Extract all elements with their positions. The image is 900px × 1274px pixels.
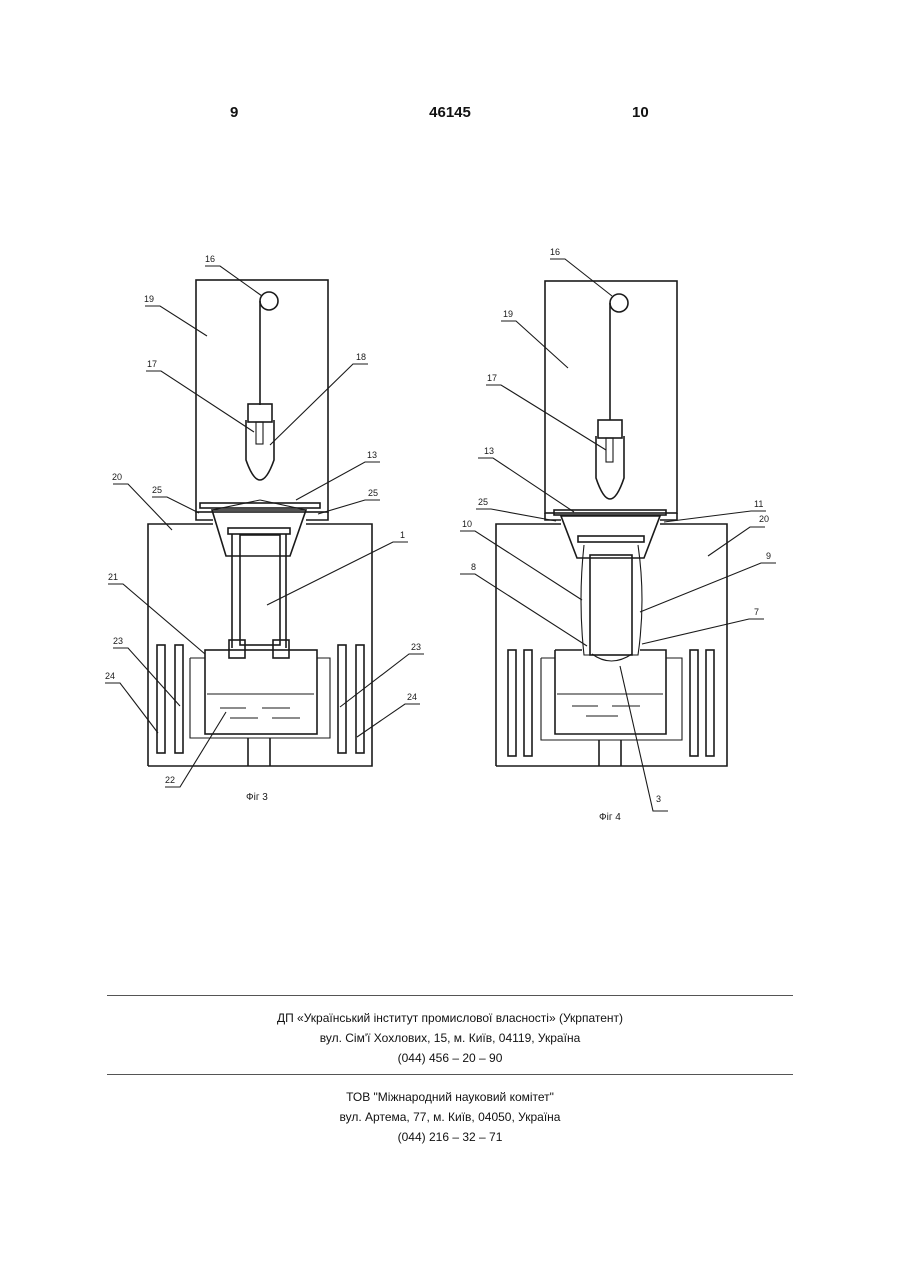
holder	[248, 404, 272, 422]
funnel	[561, 516, 660, 558]
committee-phone: (044) 216 – 32 – 71	[0, 1127, 900, 1147]
label-25-left: 25	[152, 485, 162, 495]
crystal	[240, 535, 280, 645]
ukrpatent-address: вул. Сім'ї Хохлових, 15, м. Київ, 04119,…	[0, 1028, 900, 1048]
heater-right-inner	[338, 645, 346, 753]
label-25-right: 25	[368, 488, 378, 498]
label-17: 17	[147, 359, 157, 369]
label-19: 19	[503, 309, 513, 319]
crucible	[205, 650, 317, 734]
reel	[610, 294, 628, 312]
funnel	[212, 510, 306, 556]
committee-name: ТОВ "Міжнародний науковий комітет"	[0, 1087, 900, 1107]
seed-drop	[596, 436, 624, 499]
label-20: 20	[759, 514, 769, 524]
label-11: 11	[754, 499, 763, 509]
figure-4: 16 19 17 13 25 11 20 10 9 8 7 3 Фіг 4	[450, 0, 900, 830]
heater-right-inner	[690, 650, 698, 756]
label-17: 17	[487, 373, 497, 383]
heater-left-inner	[157, 645, 165, 753]
label-16: 16	[550, 247, 560, 257]
committee-address: вул. Артема, 77, м. Київ, 04050, Україна	[0, 1107, 900, 1127]
label-23-right: 23	[411, 642, 421, 652]
figure-3-caption: Фіг 3	[246, 792, 268, 803]
crystal	[590, 555, 632, 655]
figure-4-caption: Фіг 4	[599, 812, 621, 823]
figure-3: 16 19 17 18 13 20 25 25 1 21 23 23 24 24…	[0, 0, 450, 830]
label-3: 3	[656, 794, 661, 804]
label-19: 19	[144, 294, 154, 304]
label-8: 8	[471, 562, 476, 572]
crystal-holder	[228, 528, 290, 534]
label-20: 20	[112, 472, 122, 482]
upper-chamber	[545, 281, 677, 513]
heater-left-inner	[524, 650, 532, 756]
label-16: 16	[205, 254, 215, 264]
label-13: 13	[484, 446, 494, 456]
label-18: 18	[356, 352, 366, 362]
label-24-right: 24	[407, 692, 417, 702]
label-1: 1	[400, 530, 405, 540]
label-23-left: 23	[113, 636, 123, 646]
crucible	[555, 650, 666, 734]
footer-rule-middle	[107, 1074, 793, 1075]
upper-chamber	[196, 280, 328, 512]
heater-right-outer	[706, 650, 714, 756]
label-22: 22	[165, 775, 175, 785]
lid	[200, 503, 320, 508]
footer-block-committee: ТОВ "Міжнародний науковий комітет" вул. …	[0, 1087, 900, 1147]
label-25: 25	[478, 497, 488, 507]
heater-left-outer	[508, 650, 516, 756]
furnace-body	[496, 524, 727, 766]
ukrpatent-name: ДП «Український інститут промислової вла…	[0, 1008, 900, 1028]
label-9: 9	[766, 551, 771, 561]
label-10: 10	[462, 519, 472, 529]
footer-rule-top	[107, 995, 793, 996]
footer-block-ukrpatent: ДП «Український інститут промислової вла…	[0, 1008, 900, 1068]
reel	[260, 292, 278, 310]
label-13: 13	[367, 450, 377, 460]
label-21: 21	[108, 572, 118, 582]
heater-left-outer	[175, 645, 183, 753]
crystal-holder	[578, 536, 644, 542]
holder	[598, 420, 622, 438]
ukrpatent-phone: (044) 456 – 20 – 90	[0, 1048, 900, 1068]
label-24-left: 24	[105, 671, 115, 681]
label-7: 7	[754, 607, 759, 617]
